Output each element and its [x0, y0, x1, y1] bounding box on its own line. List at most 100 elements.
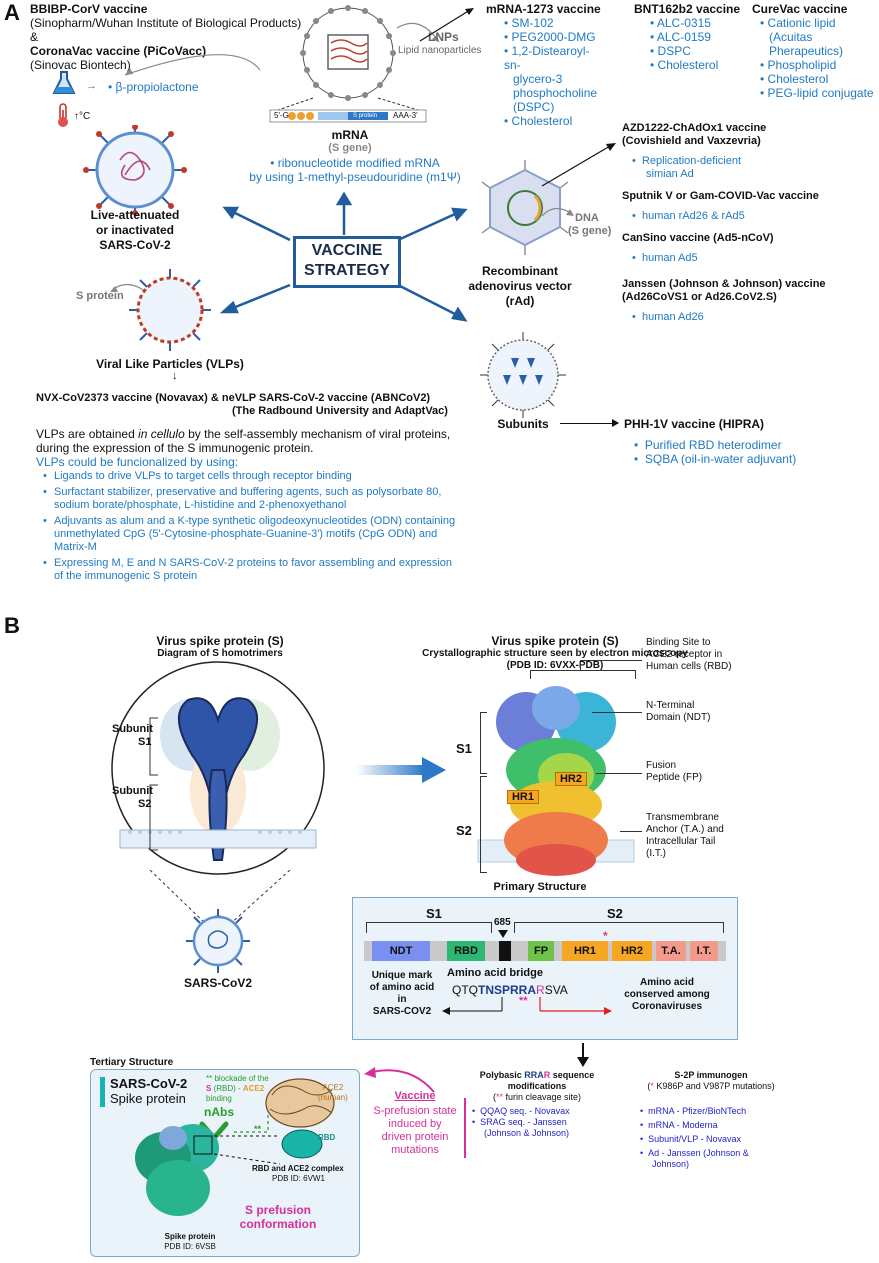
tertiary-accent-bar: [100, 1077, 105, 1107]
vlp-vaccines-line2: (The Radbound University and AdaptVac): [232, 405, 448, 417]
s2p-title: S-2P immunogen (* K986P and V987P mutati…: [647, 1070, 775, 1091]
crystal-s2: S2: [456, 823, 472, 838]
vlp-bullets: Ligands to drive VLPs to target cells th…: [40, 470, 490, 583]
crystal-hr2: HR2: [555, 772, 587, 786]
thermometer-icon: [58, 103, 68, 127]
arrow-to-mrna1273: [419, 8, 474, 42]
crystal-s2-bracket: [480, 776, 487, 873]
lnp-title: LNPs: [428, 30, 459, 44]
bbibp-maker: (Sinopharm/Wuhan Institute of Biological…: [30, 16, 302, 30]
strategy-arrows: [219, 191, 468, 322]
vlp-bullet: Adjuvants as alum and a K-type synthetic…: [40, 515, 490, 554]
polybasic-title: Polybasic RRAR sequence modifications (*…: [479, 1070, 595, 1102]
vlp-curve-arrow: [110, 283, 147, 293]
rbd-bracket: [530, 670, 636, 679]
vlp-description: VLPs are obtained in cellulo by the self…: [36, 427, 451, 469]
subunit-icon: [480, 332, 566, 418]
primary-s1-bracket: [366, 922, 492, 933]
vlp-down-arrow: ↓: [172, 370, 178, 382]
rbd-leader: [580, 660, 642, 661]
ndt-leader: [592, 712, 642, 713]
primary-s2-bracket: [514, 922, 724, 933]
vlp-bullet: Expressing M, E and N SARS-CoV-2 protein…: [40, 557, 490, 583]
seg-hr1: HR1: [562, 941, 608, 961]
vlp-icon: [129, 269, 211, 351]
panel-label-b: B: [4, 613, 20, 638]
seg-cleavage: [499, 941, 511, 961]
hr1-star: *: [603, 929, 608, 943]
vaccine-curve-arrow: [364, 1067, 435, 1093]
mrna-cap: 5'-G: [274, 111, 289, 120]
curevac-block: CureVac vaccine • Cationic lipid (Acuita…: [752, 2, 874, 100]
seq-stars: **: [519, 995, 528, 1007]
s2p-items: • mRNA - Pfizer/BioNTech • mRNA - Modern…: [640, 1106, 749, 1169]
crystal-structure-image: [477, 686, 635, 876]
tertiary-stars: **: [254, 1124, 262, 1134]
vlp-vaccines-line1: NVX-CoV2373 vaccine (Novavax) & neVLP SA…: [36, 392, 431, 404]
ace2-label: ACE2(human): [318, 1083, 348, 1102]
spike-structure-image: [135, 1124, 219, 1216]
polybasic-items: • QQAQ seq. - Novavax • SRAG seq. - Jans…: [472, 1106, 570, 1138]
primary-pos: 685: [494, 917, 511, 928]
primary-title: Primary Structure: [493, 881, 587, 893]
vlp-bullet: Surfactant stabilizer, preservative and …: [40, 486, 490, 512]
arrow-to-hipra: [560, 423, 618, 424]
temperature-label: ↑°C: [74, 111, 91, 122]
vlp-bullet: Ligands to drive VLPs to target cells th…: [40, 470, 490, 483]
seg-hr2: HR2: [612, 941, 652, 961]
seg-ndt: NDT: [372, 941, 430, 961]
mrna-note: • ribonucleotide modified mRNA by using …: [249, 156, 461, 184]
sars-cov2-label: SARS-CoV2: [183, 976, 252, 990]
tertiary-title: Tertiary Structure: [90, 1057, 174, 1068]
rbd-bracket-stem: [580, 660, 581, 670]
rbd-structure-image: [281, 1129, 323, 1159]
vaccine-note: Vaccine S-prefusion state induced by dri…: [373, 1090, 457, 1156]
arrow-to-azd: [541, 143, 616, 187]
subunit-title: Subunits: [497, 417, 549, 431]
bbibp-name: BBIBP-CorV vaccine: [30, 2, 148, 16]
adeno-vaccines: AZD1222-ChAdOx1 vaccine (Covishield and …: [622, 122, 826, 323]
mrna-tail: AAA-3': [393, 111, 418, 120]
primary-seq-bar: NDT RBD FP HR1 HR2 T.A. I.T.: [364, 941, 726, 961]
vlp-title: Viral Like Particles (VLPs): [96, 357, 244, 371]
seg-fp: FP: [528, 941, 554, 961]
coronavac-maker: (Sinovac Biontech): [30, 58, 131, 72]
primary-pos-marker: [498, 930, 508, 938]
agent-item: • β-propiolactone: [108, 80, 199, 94]
fp-leader: [596, 773, 642, 774]
mrna-1273-block: mRNA-1273 vaccine • SM-102 • PEG2000-DMG…: [486, 2, 601, 128]
panel-label-a: A: [4, 0, 20, 25]
mrna-title: mRNA: [331, 128, 369, 142]
seg-ta: T.A.: [656, 941, 686, 961]
spike-homotrimer-diagram: [111, 661, 325, 875]
arrow-to-agent: →: [86, 80, 97, 92]
adenovirus-icon: [481, 160, 569, 255]
mrna-lnp-icon: [300, 5, 396, 101]
spike-diagram-title: Virus spike protein (S) Diagram of S hom…: [156, 634, 284, 659]
big-arrow-right: [356, 757, 446, 783]
bnt162b2-block: BNT162b2 vaccine • ALC-0315 • ALC-0159 •…: [634, 2, 741, 72]
nabs-label: nAbs: [204, 1105, 234, 1119]
tertiary-box-title: SARS-CoV-2 Spike protein: [110, 1076, 188, 1106]
down-arrow-head: [577, 1057, 589, 1067]
mrna-construct-icon: [269, 97, 427, 123]
ta-leader: [620, 831, 642, 832]
vaccine-divider: [464, 1098, 466, 1158]
mrna-subtitle: (S gene): [328, 142, 372, 154]
primary-s1: S1: [426, 906, 442, 921]
amino-bridge-label: Amino acid bridge: [447, 967, 543, 979]
lnp-curve-arrow: [396, 22, 440, 43]
down-arrow-icon: [582, 1043, 584, 1059]
crystal-hr1: HR1: [507, 790, 539, 804]
